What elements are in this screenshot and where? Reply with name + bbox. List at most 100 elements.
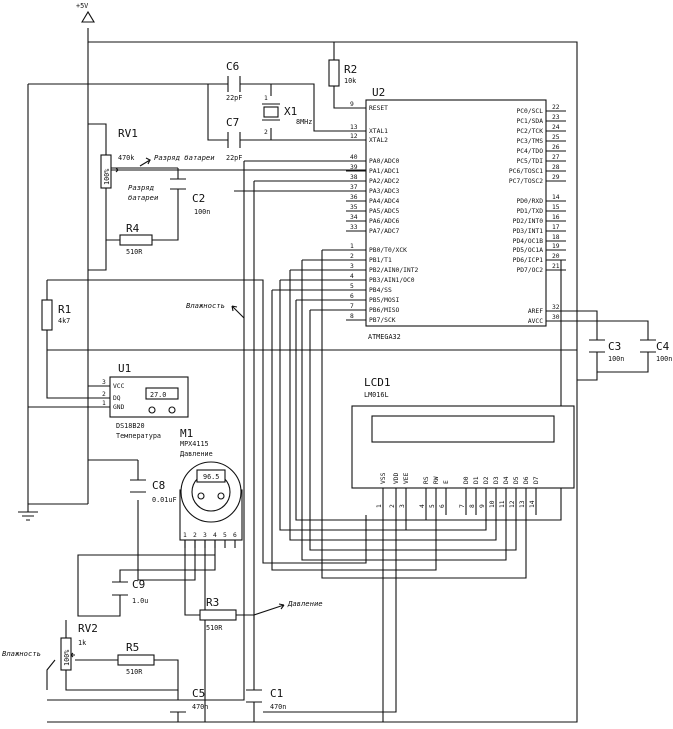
u2-pin-label: XTAL2 bbox=[369, 137, 388, 144]
lcd1-display: LCD1 LM016L VSS1VDD2VEE3RS4RW5E6D07D18D2… bbox=[351, 376, 575, 515]
u2-pin-number: 12 bbox=[350, 133, 358, 140]
u2-pin-label: PA5/ADC5 bbox=[369, 208, 400, 215]
u2-pin-label: PC3/TMS bbox=[516, 138, 543, 145]
supply-5v: +5V bbox=[76, 2, 95, 23]
x1-value: 8MHz bbox=[296, 118, 312, 126]
rv2-label: Влажность bbox=[2, 649, 41, 658]
lcd-screen bbox=[371, 415, 555, 443]
m1-caption: Давление bbox=[180, 450, 213, 458]
u2-pin-label: PD1/TXD bbox=[516, 208, 543, 215]
m1-pin-number: 1 bbox=[183, 532, 187, 539]
u2-pin-label: PA4/ADC4 bbox=[369, 198, 400, 205]
lcd-pin-label: D0 bbox=[463, 476, 470, 484]
c5-capacitor: C5 470n bbox=[170, 687, 208, 718]
u1-pin-number: 2 bbox=[102, 391, 106, 398]
u2-pin-label: AVCC bbox=[528, 318, 543, 325]
x1-pin2: 2 bbox=[264, 129, 268, 136]
u2-pin-label: PD0/RXD bbox=[516, 198, 543, 205]
u2-pin-number: 27 bbox=[552, 154, 560, 161]
u2-ref: U2 bbox=[372, 86, 385, 99]
u2-pin-number: 15 bbox=[552, 204, 560, 211]
lcd1-ref: LCD1 bbox=[364, 376, 391, 389]
r5-ref: R5 bbox=[126, 641, 139, 654]
u2-pin-label: PB6/MISO bbox=[369, 307, 400, 314]
rv2-value: 1k bbox=[78, 639, 86, 647]
u2-pin-number: 4 bbox=[350, 273, 354, 280]
c5-value: 470n bbox=[192, 703, 208, 711]
lcd-pin-label: D7 bbox=[533, 476, 540, 484]
u2-pin-number: 32 bbox=[552, 304, 560, 311]
m1-pin-number: 2 bbox=[193, 532, 197, 539]
humidity-arrow: Влажность bbox=[186, 301, 245, 319]
u2-pin-number: 26 bbox=[552, 144, 560, 151]
u2-pin-label: PC4/TDO bbox=[516, 148, 543, 155]
u2-pin-number: 16 bbox=[552, 214, 560, 221]
m1-ref: M1 bbox=[180, 427, 193, 440]
supply-label: +5V bbox=[76, 2, 88, 10]
r4-ref: R4 bbox=[126, 222, 140, 235]
r1-value: 4k7 bbox=[58, 317, 70, 325]
u2-pin-number: 1 bbox=[350, 243, 354, 250]
m1-pin-number: 5 bbox=[223, 532, 227, 539]
rv1-pct: 100% bbox=[103, 169, 111, 185]
u1-pin-label: GND bbox=[113, 404, 125, 411]
u2-pin-label: PB4/SS bbox=[369, 287, 392, 294]
c4-capacitor: C4 100n bbox=[640, 339, 672, 363]
u2-pin-label: PA1/ADC1 bbox=[369, 168, 400, 175]
lcd-pin-number: 14 bbox=[529, 500, 536, 508]
u2-pin-label: PD5/OC1A bbox=[513, 247, 544, 254]
u2-pin-label: RESET bbox=[369, 105, 388, 112]
lcd-pin-number: 7 bbox=[459, 504, 466, 508]
c2-value: 100n bbox=[194, 208, 210, 216]
rv2-pct: 100% bbox=[63, 650, 71, 666]
u2-pin-number: 20 bbox=[552, 253, 560, 260]
lcd-pin-number: 9 bbox=[479, 504, 486, 508]
u1-pin-number: 3 bbox=[102, 379, 106, 386]
rv1-label-line1: Разряд bbox=[128, 183, 155, 192]
u2-pin-label: PA6/ADC6 bbox=[369, 218, 400, 225]
u2-pin-number: 23 bbox=[552, 114, 560, 121]
lcd-pin-number: 13 bbox=[519, 500, 526, 508]
u2-pin-label: PB1/T1 bbox=[369, 257, 392, 264]
x1-pin1: 1 bbox=[264, 95, 268, 102]
c4-ref: C4 bbox=[656, 340, 670, 353]
u1-ref: U1 bbox=[118, 362, 131, 375]
c8-capacitor: C8 0.01uF bbox=[130, 479, 177, 504]
lcd1-part: LM016L bbox=[364, 391, 389, 399]
x1-crystal: X1 8MHz 1 2 bbox=[262, 95, 312, 136]
c1-capacitor: C1 470n bbox=[246, 687, 286, 718]
u2-pin-number: 6 bbox=[350, 293, 354, 300]
u1-caption: Температура bbox=[116, 432, 161, 440]
u2-pin-number: 14 bbox=[552, 194, 560, 201]
u2-pin-label: PC1/SDA bbox=[516, 118, 543, 125]
wires bbox=[18, 28, 649, 723]
r3-resistor: R3 510R Давление bbox=[199, 596, 323, 632]
r3-value: 510R bbox=[206, 624, 223, 632]
lcd-pin-number: 12 bbox=[509, 500, 516, 508]
u2-pin-label: PD7/OC2 bbox=[516, 267, 543, 274]
u2-pin-number: 36 bbox=[350, 194, 358, 201]
u2-pin-label: PD6/ICP1 bbox=[513, 257, 544, 264]
u2-pin-number: 7 bbox=[350, 303, 354, 310]
lcd-pin-label: VSS bbox=[380, 472, 387, 484]
c7-capacitor: C7 22pF bbox=[226, 116, 242, 162]
u1-pin-number: 1 bbox=[102, 400, 106, 407]
u2-pin-number: 17 bbox=[552, 224, 560, 231]
r4-resistor: R4 510R bbox=[119, 222, 153, 256]
u2-pin-label: PB3/AIN1/OC0 bbox=[369, 277, 415, 284]
lcd-pin-label: E bbox=[443, 480, 450, 484]
u2-pin-label: PC2/TCK bbox=[516, 128, 543, 135]
lcd-pin-label: RW bbox=[433, 476, 440, 484]
c8-ref: C8 bbox=[152, 479, 165, 492]
rv2-potentiometer: 100% RV2 1k Влажность bbox=[2, 622, 98, 690]
c3-ref: C3 bbox=[608, 340, 621, 353]
c6-ref: C6 bbox=[226, 60, 239, 73]
u2-pin-number: 19 bbox=[552, 243, 560, 250]
u2-pin-number: 28 bbox=[552, 164, 560, 171]
lcd-pin-label: VEE bbox=[403, 472, 410, 484]
c1-ref: C1 bbox=[270, 687, 283, 700]
rv1-ref: RV1 bbox=[118, 127, 138, 140]
humidity-label: Влажность bbox=[186, 301, 225, 310]
u1-pin-label: DQ bbox=[113, 395, 121, 402]
